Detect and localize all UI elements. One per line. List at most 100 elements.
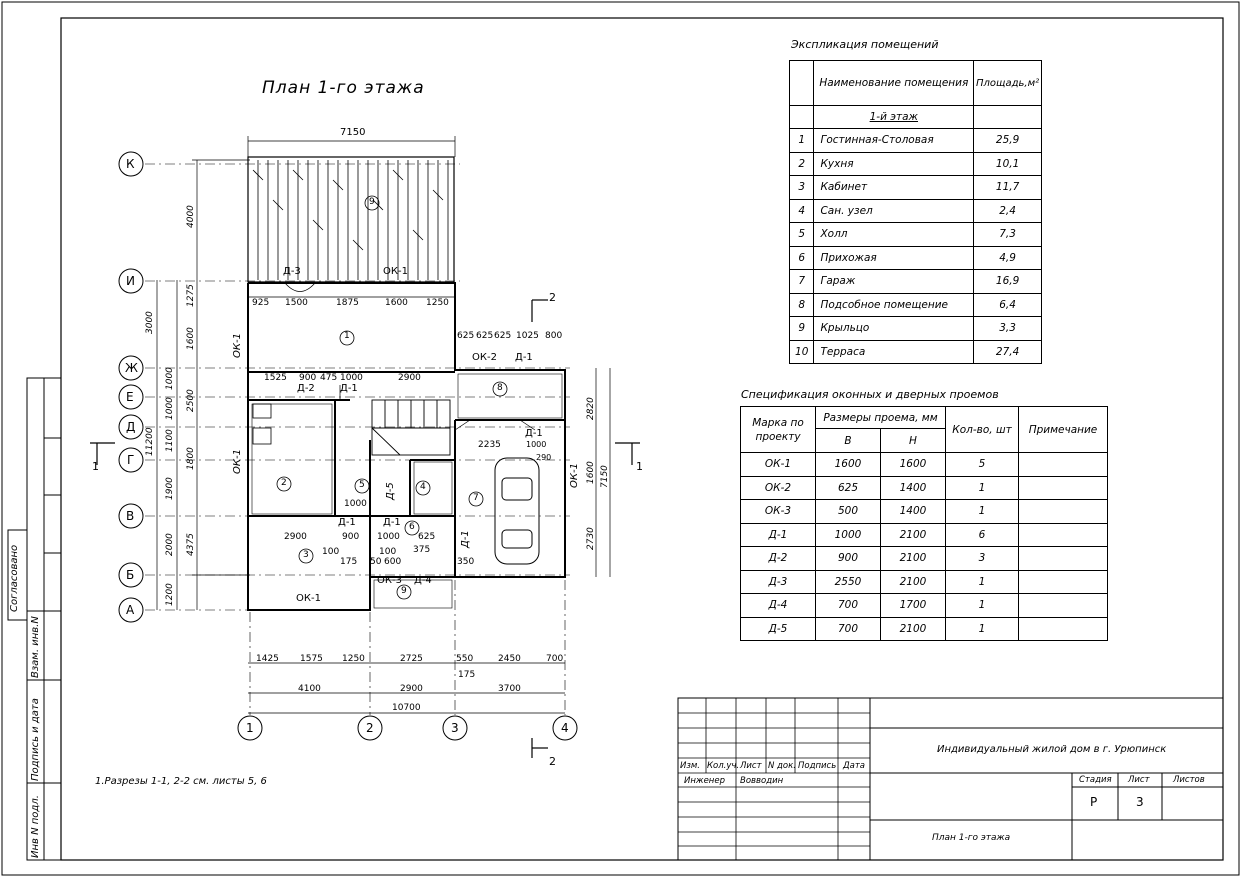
dim-misc-100: 100 xyxy=(322,547,340,557)
dim-left-1800: 1800 xyxy=(186,447,196,470)
tb-col-sign: Подпись xyxy=(798,761,837,771)
dim-right-2820: 2820 xyxy=(586,397,596,420)
explication-table: Наименование помещения Площадь,м² 1-й эт… xyxy=(788,60,1042,364)
dim-left-3000: 3000 xyxy=(145,311,155,334)
dim-bottom-2725: 2725 xyxy=(400,654,423,664)
dimension-lines xyxy=(156,136,611,714)
dim-misc-1000: 1000 xyxy=(526,440,547,449)
tb-sheets-label: Листов xyxy=(1173,775,1205,785)
explication-head-area: Площадь,м² xyxy=(973,60,1042,106)
dim-bottom-2450: 2450 xyxy=(498,654,521,664)
mark-d1-d: Д-1 xyxy=(383,517,401,528)
dim-misc-175: 175 xyxy=(458,670,476,680)
explication-floor-label: 1-й этаж xyxy=(813,105,975,129)
dim-right-1600: 1600 xyxy=(586,461,596,484)
side-stamp xyxy=(7,377,62,861)
dim-misc-600: 600 xyxy=(384,557,402,567)
dim-left-2500: 2500 xyxy=(186,389,196,412)
dim-bottom-2900: 2900 xyxy=(400,684,423,694)
dim-misc-2900b: 2900 xyxy=(398,373,421,383)
dim-top-seg-4: 1600 xyxy=(385,298,408,308)
tb-stage: Р xyxy=(1090,795,1098,809)
sections-note: 1.Разрезы 1-1, 2-2 см. листы 5, 6 xyxy=(95,776,267,787)
dim-misc-625: 625 xyxy=(418,532,436,542)
dim-right-7150: 7150 xyxy=(600,465,610,488)
mark-ok1-right: ОК-1 xyxy=(569,463,580,488)
dim-misc-1000b: 1000 xyxy=(377,532,400,542)
dim-left-1275: 1275 xyxy=(186,284,196,307)
tb-col-ndoc: N док. xyxy=(768,761,796,771)
car-outline xyxy=(494,457,540,565)
axis-label-3: 3 xyxy=(451,721,459,735)
section-mark-1-left: 1 xyxy=(92,460,99,473)
door-swings xyxy=(284,282,536,431)
spec-head-mark: Марка по проекту xyxy=(740,406,816,453)
mark-ok1-left: ОК-1 xyxy=(232,333,243,358)
dim-right-seg-5: 800 xyxy=(545,331,563,341)
specification-table: Марка по проекту Размеры проема, мм Кол-… xyxy=(740,406,1108,641)
dim-bottom-1425: 1425 xyxy=(256,654,279,664)
dim-misc-1525: 1525 xyxy=(264,373,287,383)
room-7: 7 xyxy=(473,493,479,503)
tb-col-kol: Кол.уч. xyxy=(707,761,740,771)
room-3: 3 xyxy=(303,550,309,560)
dim-misc-1000d: 1000 xyxy=(340,373,363,383)
axis-label-4: 4 xyxy=(561,721,569,735)
dim-right-seg-1: 625 xyxy=(457,331,475,341)
room-circles xyxy=(276,195,508,600)
dim-left-1000b: 1000 xyxy=(165,397,175,420)
porch-hatch xyxy=(252,160,449,280)
room-1: 1 xyxy=(344,331,350,341)
dim-bottom-1575: 1575 xyxy=(300,654,323,664)
dim-right-seg-2: 625 xyxy=(476,331,494,341)
axis-label-1: 1 xyxy=(246,721,254,735)
mark-ok2: ОК-2 xyxy=(472,352,497,363)
axis-label-v: В xyxy=(126,509,135,523)
dim-misc-1000c: 1000 xyxy=(344,499,367,509)
axis-label-g: Г xyxy=(127,453,135,467)
section-line-1 xyxy=(90,442,640,465)
mark-d1-f: Д-1 xyxy=(460,530,471,548)
dim-left-1200: 1200 xyxy=(165,583,175,606)
kitchen-sink xyxy=(252,403,272,419)
tb-stage-label: Стадия xyxy=(1079,775,1112,785)
tb-engineer-name: Вовводин xyxy=(740,776,784,786)
dim-top-seg-2: 1500 xyxy=(285,298,308,308)
kitchen-stove xyxy=(252,427,272,445)
tb-project-name: Индивидуальный жилой дом в г. Урюпинск xyxy=(937,744,1167,755)
axis-label-2: 2 xyxy=(366,721,374,735)
tb-sheet-name: План 1-го этажа xyxy=(932,833,1011,843)
dim-misc-350: 350 xyxy=(457,557,475,567)
spec-head-size: Размеры проема, мм xyxy=(815,406,946,429)
dim-left-1100: 1100 xyxy=(165,429,175,452)
dim-right-seg-3: 625 xyxy=(494,331,512,341)
side-stamp-inv-replace: Взам. инв.N xyxy=(30,616,41,678)
mark-d1-e: Д-1 xyxy=(338,517,356,528)
spec-head-note: Примечание xyxy=(1018,406,1108,453)
dim-left-1000a: 1000 xyxy=(165,367,175,390)
specification-caption: Спецификация оконных и дверных проемов xyxy=(741,388,999,401)
explication-caption: Экспликация помещений xyxy=(791,38,939,51)
room-8: 8 xyxy=(497,383,503,393)
tb-col-izm: Изм. xyxy=(680,761,700,771)
mark-d1-a: Д-1 xyxy=(515,352,533,363)
dim-top: 7150 xyxy=(340,127,366,138)
explication-head-name: Наименование помещения xyxy=(813,60,975,106)
dim-left-1900: 1900 xyxy=(165,477,175,500)
section-mark-2-top: 2 xyxy=(549,291,556,304)
axis-label-a: А xyxy=(126,603,135,617)
dim-misc-175b: 175 xyxy=(340,557,358,567)
tb-sheet: 3 xyxy=(1136,795,1144,809)
tb-sheet-label: Лист xyxy=(1128,775,1150,785)
